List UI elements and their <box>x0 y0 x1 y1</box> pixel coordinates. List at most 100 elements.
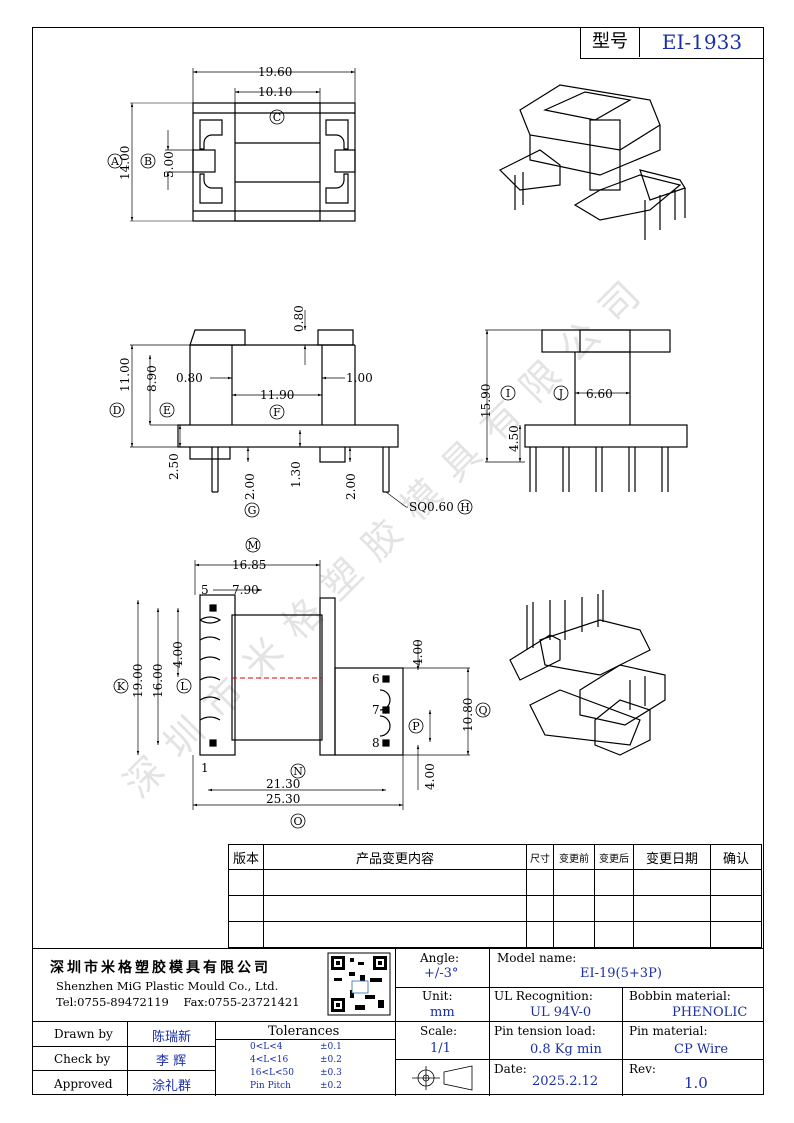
pin-label-5: 5 <box>201 583 209 597</box>
dim-bottom-right-bottom: 4.00 <box>423 763 437 790</box>
dim-top-slot: 5.00 <box>162 151 176 178</box>
ul-value: UL 94V-0 <box>530 1005 592 1020</box>
col-change-date: 变更日期 <box>633 844 711 870</box>
tol-value-3: ±0.3 <box>320 1068 342 1078</box>
side-view <box>524 329 688 492</box>
dim-top-width: 19.60 <box>258 65 292 79</box>
dim-front-inner-height: 8.90 <box>145 365 159 392</box>
rev-value: 1.0 <box>684 1074 708 1092</box>
company-tel: Tel:0755-89472119 <box>56 995 169 1009</box>
revision-row <box>228 921 762 948</box>
watermark: 深圳市米格塑胶模具有限公司 <box>115 260 661 806</box>
col-after: 变更后 <box>594 844 634 870</box>
drawn-by-name: 陈瑞新 <box>152 1030 192 1045</box>
model-label: 型号 <box>581 27 640 57</box>
angle-label: Angle: <box>420 951 460 965</box>
top-view <box>130 102 356 222</box>
ref-G: G <box>248 504 257 517</box>
dim-front-height: 11.00 <box>118 358 132 392</box>
pin-label-8: 8 <box>372 736 380 750</box>
model-box: 型号 EI-1933 <box>580 27 764 59</box>
dim-side-height: 15.90 <box>479 384 493 418</box>
pin-material-label: Pin material: <box>629 1024 708 1038</box>
company-fax: Fax:0755-23721421 <box>183 995 300 1009</box>
company-name-en: Shenzhen MiG Plastic Mould Co., Ltd. <box>56 979 279 993</box>
pin-tension-value: 0.8 Kg min <box>530 1042 602 1057</box>
tol-range-4: Pin Pitch <box>250 1081 291 1091</box>
revision-row <box>228 895 762 922</box>
dim-front-standoff-left: 2.00 <box>243 473 257 500</box>
ref-M: M <box>247 539 258 552</box>
dim-bottom-right-height: 10.80 <box>461 698 475 732</box>
tol-value-4: ±0.2 <box>320 1081 342 1091</box>
tol-value-2: ±0.2 <box>320 1055 342 1065</box>
date-label: Date: <box>494 1062 527 1076</box>
unit-label: Unit: <box>422 989 453 1003</box>
tol-range-1: 0<L<4 <box>250 1042 283 1052</box>
company-name-cn: 深圳市米格塑胶模具有限公司 <box>50 960 271 976</box>
dim-side-core: 6.60 <box>586 387 613 401</box>
dim-top-height: 14.00 <box>118 146 132 180</box>
ref-A: A <box>110 155 120 168</box>
ref-N: N <box>293 765 303 778</box>
dim-front-window: 11.90 <box>260 388 294 402</box>
dim-front-wall-right: 1.00 <box>346 371 373 385</box>
pin-label-7: 7 <box>372 703 380 717</box>
scale-value: 1/1 <box>430 1041 451 1056</box>
pin-label-6: 6 <box>372 672 380 686</box>
approved-name: 涂礼群 <box>152 1079 192 1094</box>
ref-Q: Q <box>478 704 487 717</box>
unit-value: mm <box>430 1005 455 1020</box>
title-block: 深圳市米格塑胶模具有限公司 Shenzhen MiG Plastic Mould… <box>32 948 764 1096</box>
pin-tension-label: Pin tension load: <box>494 1024 596 1038</box>
ref-H: H <box>460 501 470 514</box>
col-dimension: 尺寸 <box>526 844 554 870</box>
ul-label: UL Recognition: <box>494 989 593 1003</box>
pin-material-value: CP Wire <box>674 1042 729 1057</box>
tol-range-2: 4<L<16 <box>250 1055 289 1065</box>
revision-row <box>228 869 762 896</box>
front-view <box>177 329 399 493</box>
check-by-name: 李 辉 <box>156 1054 187 1069</box>
approved-label: Approved <box>54 1077 113 1091</box>
bottom-view <box>199 594 404 756</box>
ref-I: I <box>506 387 510 400</box>
col-change-content: 产品变更内容 <box>263 844 527 870</box>
projection-symbol <box>412 1065 473 1091</box>
ref-L: L <box>180 680 188 693</box>
dim-bottom-total: 25.30 <box>266 792 300 806</box>
ref-K: K <box>117 680 126 693</box>
ref-P: P <box>412 720 420 733</box>
dim-top-inner-width: 10.10 <box>258 85 292 99</box>
company-contact: Tel:0755-89472119 Fax:0755-23721421 <box>56 995 300 1009</box>
dim-bottom-right-top: 4.00 <box>411 639 425 666</box>
dim-front-base: 2.50 <box>167 453 181 480</box>
dim-bottom-inner-height: 16.00 <box>151 664 165 698</box>
qr-code <box>327 952 391 1016</box>
tol-value-1: ±0.1 <box>320 1042 342 1052</box>
bobbin-material-label: Bobbin material: <box>629 989 731 1003</box>
check-by-label: Check by <box>54 1052 111 1066</box>
dim-bottom-pin-row: 21.30 <box>266 777 300 791</box>
bobbin-material-value: PHENOLIC <box>672 1005 748 1020</box>
ref-C: C <box>273 111 281 124</box>
col-confirm: 确认 <box>710 844 762 870</box>
model-value: EI-1933 <box>661 30 743 54</box>
angle-value: +/-3° <box>424 966 459 981</box>
date-value: 2025.2.12 <box>532 1074 599 1089</box>
col-version: 版本 <box>228 844 264 870</box>
iso-view-bottom <box>509 590 666 756</box>
dim-bottom-length: 16.85 <box>232 558 266 572</box>
ref-D: D <box>113 404 122 417</box>
dim-side-base: 4.50 <box>507 425 521 452</box>
dim-front-wall-left: 0.80 <box>176 371 203 385</box>
dim-front-step: 1.30 <box>289 461 303 488</box>
dim-bottom-height: 19.00 <box>131 664 145 698</box>
ref-B: B <box>144 155 152 168</box>
revision-header-row: 版本 产品变更内容 尺寸 变更前 变更后 变更日期 确认 <box>228 844 762 870</box>
dim-bottom-pin-span: 4.00 <box>171 641 185 668</box>
col-before: 变更前 <box>553 844 595 870</box>
ref-E: E <box>163 404 171 417</box>
model-name-label: Model name: <box>497 951 577 965</box>
